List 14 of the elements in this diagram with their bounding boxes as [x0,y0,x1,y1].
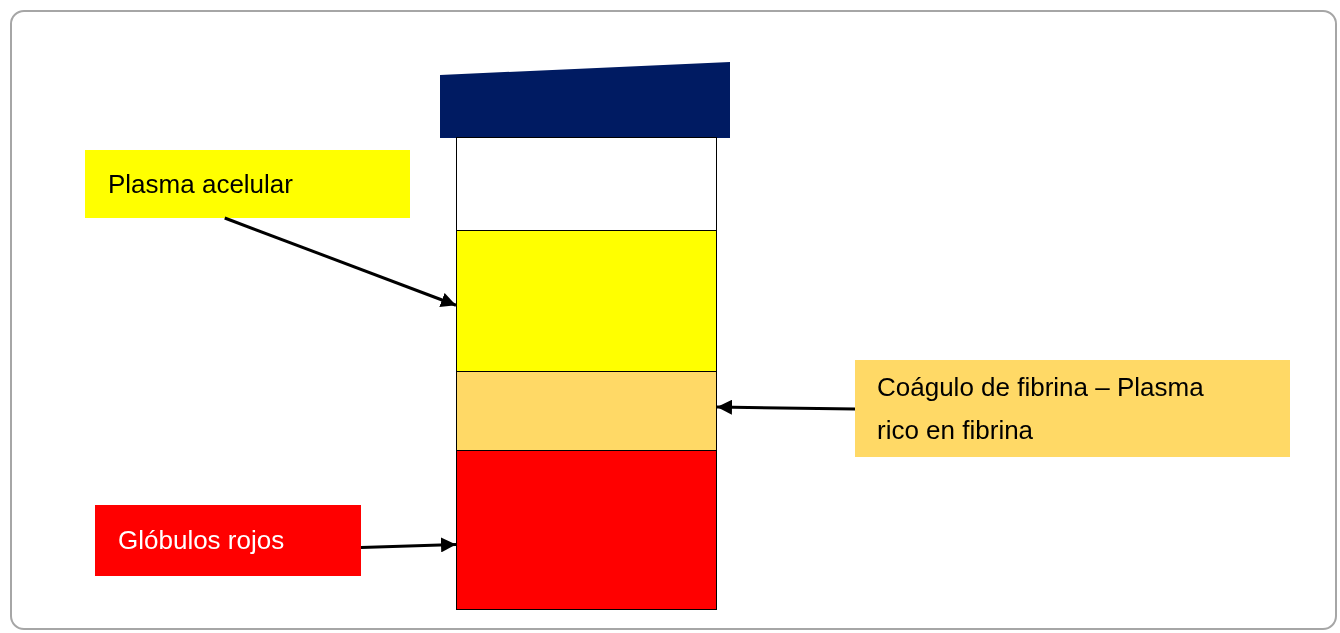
label-box [855,360,1290,457]
arrow [360,537,457,553]
arrow [224,216,457,307]
label-text: Coágulo de fibrina – Plasma rico en fibrina [877,370,1205,447]
tube-layer [456,371,717,451]
label-text: Glóbulos rojos [118,524,285,557]
tube-layer [456,450,717,610]
tube-layer [456,230,717,372]
tube-layer [456,137,717,231]
label-text: Plasma acelular [108,167,293,201]
label-box [95,505,361,576]
arrow [716,399,856,415]
label-box [85,150,410,218]
tube-cap [440,62,730,138]
